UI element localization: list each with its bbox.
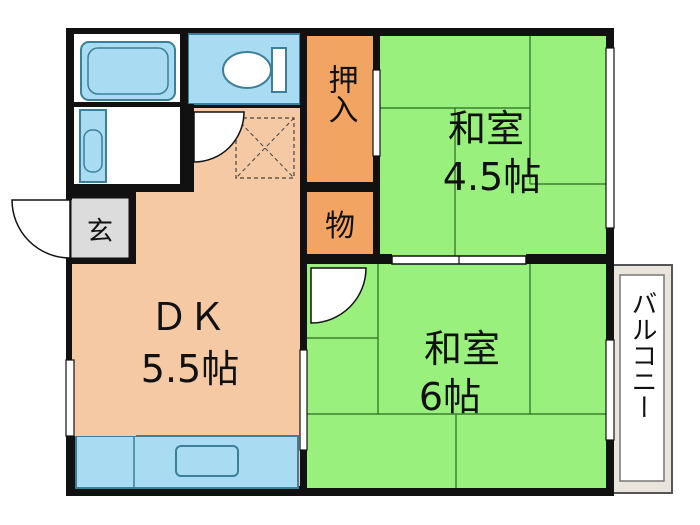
washbasin-inner xyxy=(83,129,103,173)
tatami-lines-large xyxy=(307,264,606,488)
room-large-name: 和室 xyxy=(424,327,500,371)
toilet-bowl-icon xyxy=(222,51,272,89)
tatami-lines-small xyxy=(380,36,606,256)
dk-size: 5.5帖 xyxy=(141,347,239,391)
storage-label: 物 xyxy=(325,209,355,244)
kitchen-sink-icon xyxy=(175,445,239,477)
entrance-door-swing[interactable] xyxy=(11,199,71,259)
interior-walls xyxy=(66,28,614,496)
room-large-size: 6帖 xyxy=(419,375,481,419)
balcony-label: バルコニー xyxy=(627,290,657,420)
window-right-lower xyxy=(605,339,615,441)
room-door-swing[interactable] xyxy=(310,267,367,324)
window-right-upper xyxy=(605,47,615,229)
tatami-room-small xyxy=(380,36,606,256)
closet-floor xyxy=(307,36,373,182)
bathtub-inner xyxy=(87,47,169,95)
closet-label: 押入 xyxy=(323,64,358,124)
balcony-inner xyxy=(619,274,665,482)
toilet-tank-icon xyxy=(271,47,287,93)
window-left-dk xyxy=(65,359,75,437)
storage-floor xyxy=(307,192,373,254)
room-small-name: 和室 xyxy=(448,107,524,151)
dk-name: ＤＫ xyxy=(150,295,226,339)
entrance-label: 玄 xyxy=(87,217,113,247)
hall-storage xyxy=(235,117,295,179)
room-small-size: 4.5帖 xyxy=(443,155,541,199)
bathroom-door-swing[interactable] xyxy=(193,111,245,163)
bathroom-divider xyxy=(74,102,180,107)
sliding-door-closet xyxy=(372,69,381,157)
dk-left-floor xyxy=(72,262,136,436)
sliding-door-dk-room xyxy=(299,349,308,451)
